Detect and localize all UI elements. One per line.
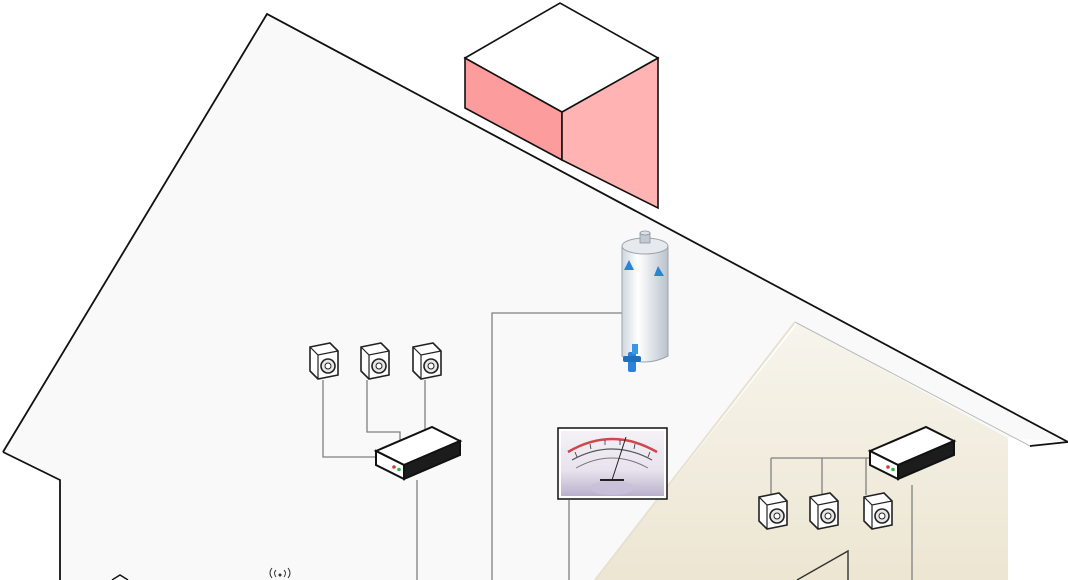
analog-meter-icon — [557, 427, 668, 500]
side-wall-divider — [594, 321, 796, 580]
water-heater-icon — [621, 230, 669, 372]
sensor-left-3 — [412, 342, 442, 380]
door-frame — [796, 549, 849, 580]
roof-outline — [2, 12, 1068, 453]
sensor-right-2 — [809, 492, 839, 530]
wire-heater — [491, 312, 622, 580]
house-side-wall — [595, 323, 1008, 580]
chimney — [463, 2, 660, 210]
sensor-left-2 — [360, 342, 390, 380]
roof-valley-line — [794, 321, 1031, 447]
device-corner — [111, 574, 129, 580]
roof-eave-left — [2, 451, 61, 580]
wire-sensor-l1 — [322, 380, 376, 458]
sensor-right-3 — [863, 492, 893, 530]
wireless-signal-icon — [269, 567, 291, 579]
wire-sensor-l2 — [366, 380, 401, 445]
house-gable — [3, 14, 1068, 580]
wiring — [322, 312, 913, 580]
sensor-left-1 — [309, 342, 339, 380]
chimney-top — [463, 2, 660, 113]
sensor-right-1 — [758, 492, 788, 530]
